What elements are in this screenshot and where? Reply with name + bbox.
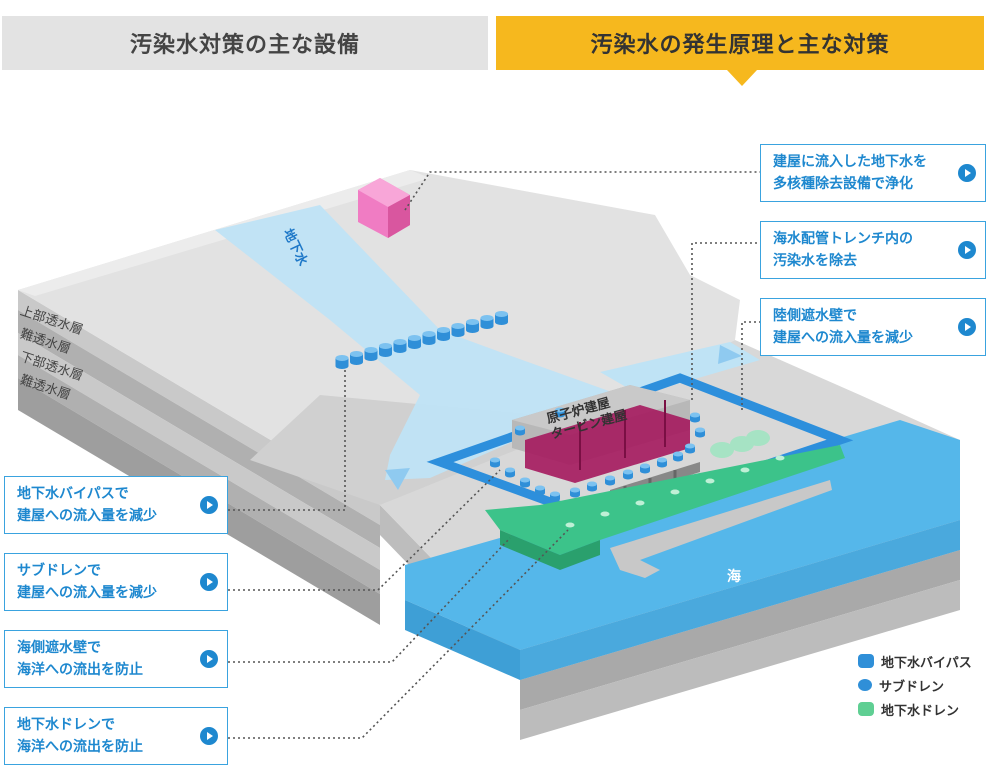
tanks <box>710 430 770 458</box>
callout-trench-line2: 汚染水を除去 <box>773 253 857 269</box>
callout-sea-wall-line2: 海洋への流出を防止 <box>17 662 143 678</box>
legend-label: 地下水ドレン <box>881 703 960 719</box>
bypass-well <box>379 343 392 357</box>
groundwater-drain-well <box>705 478 715 484</box>
callout-bypass-line2: 建屋への流入量を減少 <box>17 508 157 524</box>
subdrain-well <box>690 412 700 423</box>
subdrain-well <box>550 491 560 502</box>
callout-land-wall-line2: 建屋への流入量を減少 <box>773 330 913 346</box>
callout-bypass-line1: 地下水バイパスで <box>17 486 129 502</box>
bypass-well <box>422 331 436 345</box>
bypass-well <box>466 319 479 333</box>
callout-alps-line1: 建屋に流入した地下水を <box>773 154 927 170</box>
bypass-well <box>408 335 421 349</box>
subdrain-well <box>695 427 705 438</box>
play-icon <box>200 573 218 591</box>
leader-lines <box>228 171 760 739</box>
subdrain-well <box>640 463 650 474</box>
groundwater-drain-well <box>775 455 785 461</box>
callout-subdrain-line2: 建屋への流入量を減少 <box>17 585 157 601</box>
callout-trench[interactable]: 海水配管トレンチ内の 汚染水を除去 <box>760 221 986 279</box>
alps-facility <box>358 178 410 238</box>
callout-drain-line2: 海洋への流出を防止 <box>17 739 143 755</box>
subdrain-well <box>657 457 667 468</box>
sea-side-wall <box>485 445 845 570</box>
legend-item-subdrain: サブドレン <box>858 675 972 695</box>
callout-subdrain[interactable]: サブドレンで 建屋への流入量を減少 <box>4 553 228 611</box>
subdrain-well <box>505 467 515 478</box>
groundwater-drain-well <box>565 522 575 528</box>
callout-alps-line2: 多核種除去設備で浄化 <box>773 176 913 192</box>
legend-label: 地下水バイパス <box>881 655 972 671</box>
play-icon <box>200 727 218 745</box>
tab-mechanism[interactable]: 汚染水の発生原理と主な対策 <box>496 16 984 70</box>
subdrain-well <box>587 481 597 492</box>
legend-label: サブドレン <box>879 679 945 695</box>
tab-facilities[interactable]: 汚染水対策の主な設備 <box>2 16 488 70</box>
callout-land-wall[interactable]: 陸側遮水壁で 建屋への流入量を減少 <box>760 298 986 356</box>
bypass-well <box>350 351 363 365</box>
groundwater-drain-well <box>635 500 645 506</box>
play-icon <box>200 496 218 514</box>
active-tab-indicator <box>727 70 757 86</box>
legend-item-bypass: 地下水バイパス <box>858 651 972 671</box>
subdrain-well <box>520 477 530 488</box>
callout-drain-line1: 地下水ドレンで <box>17 717 115 733</box>
callout-groundwater-drain[interactable]: 地下水ドレンで 海洋への流出を防止 <box>4 707 228 765</box>
callout-sea-wall[interactable]: 海側遮水壁で 海洋への流出を防止 <box>4 630 228 688</box>
play-icon <box>200 650 218 668</box>
subdrain-well <box>623 469 633 480</box>
subdrain-well <box>515 425 525 436</box>
groundwater-drain-icon <box>858 702 874 716</box>
bypass-well <box>495 311 508 325</box>
label-sea: 海 <box>727 569 741 585</box>
bypass-well <box>480 315 494 329</box>
subdrain-well-icon <box>858 679 872 691</box>
callout-sea-wall-line1: 海側遮水壁で <box>17 640 101 656</box>
subdrain-well <box>605 475 615 486</box>
callout-trench-line1: 海水配管トレンチ内の <box>773 231 913 247</box>
callout-alps[interactable]: 建屋に流入した地下水を 多核種除去設備で浄化 <box>760 144 986 202</box>
play-icon <box>958 241 976 259</box>
legend: 地下水バイパス サブドレン 地下水ドレン <box>858 651 972 723</box>
subdrain-well <box>535 485 545 496</box>
subdrain-well <box>685 443 695 454</box>
subdrain-well <box>570 487 580 498</box>
callout-groundwater-bypass[interactable]: 地下水バイパスで 建屋への流入量を減少 <box>4 476 228 534</box>
bypass-well-icon <box>858 654 874 668</box>
reactor-turbine-buildings <box>512 385 690 483</box>
subdrain-well <box>555 407 565 418</box>
groundwater-drain-well <box>600 511 610 517</box>
breakwater <box>610 480 832 578</box>
play-icon <box>958 318 976 336</box>
bypass-well <box>451 323 465 337</box>
callout-land-wall-line1: 陸側遮水壁で <box>773 308 857 324</box>
callout-subdrain-line1: サブドレンで <box>17 563 101 579</box>
groundwater-drain-well <box>740 467 750 473</box>
subdrain-well <box>673 451 683 462</box>
bypass-well <box>364 347 378 361</box>
bypass-well <box>437 327 450 341</box>
bypass-well <box>393 339 407 353</box>
bypass-well <box>335 355 349 369</box>
play-icon <box>958 164 976 182</box>
legend-item-drain: 地下水ドレン <box>858 699 972 719</box>
subdrain-well <box>490 457 500 468</box>
groundwater-drain-well <box>670 489 680 495</box>
